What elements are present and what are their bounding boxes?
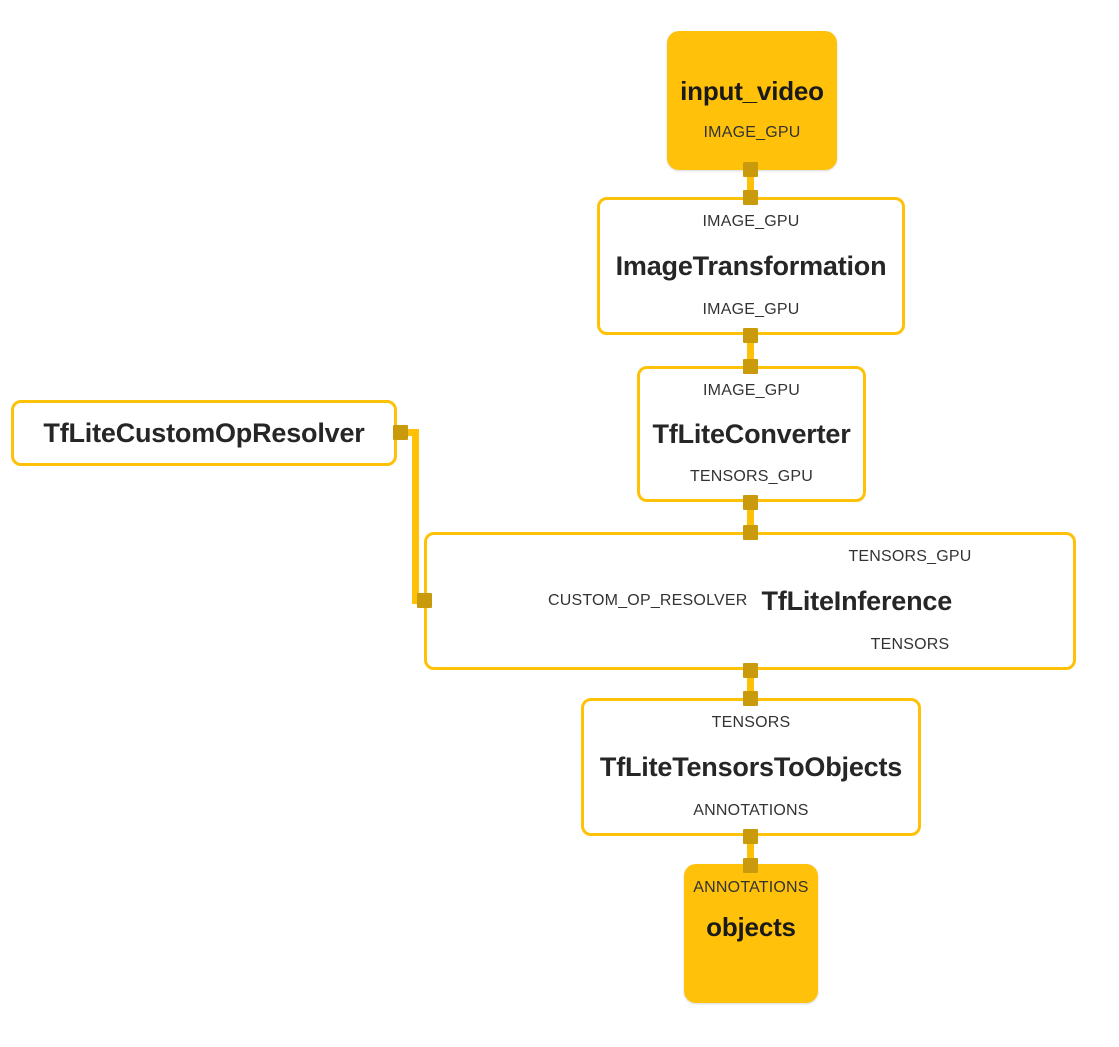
node-tflite-inference-input-slot: TENSORS_GPU: [427, 535, 1073, 579]
port-tflite-tensors-to-objects-in: [743, 691, 758, 706]
port-image-transformation-in: [743, 190, 758, 205]
node-tflite-tensors-to-objects-output-label: ANNOTATIONS: [693, 802, 809, 819]
node-tflite-converter-title-slot: TfLiteConverter: [640, 412, 863, 455]
port-tflite-converter-in: [743, 359, 758, 374]
node-tflite-tensors-to-objects-input-slot: TENSORS: [584, 701, 918, 745]
node-objects[interactable]: ANNOTATIONS objects: [684, 864, 818, 1003]
port-custom-op-resolver-out: [393, 425, 408, 440]
node-image-transformation-output-slot: IMAGE_GPU: [600, 288, 902, 332]
node-tflite-inference-input-label: TENSORS_GPU: [848, 548, 972, 565]
port-input-video-out: [743, 162, 758, 177]
node-tflite-tensors-to-objects-title-slot: TfLiteTensorsToObjects: [584, 745, 918, 789]
edge-custom-op-resolver-segment-vertical: [412, 429, 419, 604]
node-image-transformation-input-label: IMAGE_GPU: [702, 213, 800, 230]
node-tflite-inference-side-input-label: CUSTOM_OP_RESOLVER: [547, 592, 748, 609]
edge-input-video-to-image-transformation: [747, 162, 754, 204]
node-tflite-tensors-to-objects[interactable]: TENSORS TfLiteTensorsToObjects ANNOTATIO…: [581, 698, 921, 836]
node-tflite-tensors-to-objects-input-label: TENSORS: [711, 714, 791, 731]
edge-tensors-to-objects-to-objects: [747, 829, 754, 871]
node-image-transformation-output-label: IMAGE_GPU: [702, 301, 800, 318]
node-tflite-tensors-to-objects-output-slot: ANNOTATIONS: [584, 789, 918, 833]
node-input-video-title: input_video: [680, 75, 824, 106]
node-tflite-converter-output-label: TENSORS_GPU: [689, 468, 814, 486]
node-tflite-inference-output-label: TENSORS: [870, 636, 950, 653]
node-tflite-converter-title: TfLiteConverter: [652, 418, 851, 449]
node-tflite-converter-input-slot: IMAGE_GPU: [640, 369, 863, 412]
port-tflite-inference-in: [743, 525, 758, 540]
node-tflite-inference-title-slot: CUSTOM_OP_RESOLVER TfLiteInference: [427, 579, 1073, 623]
port-objects-in: [743, 858, 758, 873]
port-image-transformation-out: [743, 328, 758, 343]
node-objects-input-label: ANNOTATIONS: [693, 879, 809, 896]
node-input-video-output-label: IMAGE_GPU: [703, 124, 801, 142]
edge-tflite-inference-to-tensors-to-objects: [747, 663, 754, 705]
node-tflite-tensors-to-objects-title: TfLiteTensorsToObjects: [599, 751, 903, 782]
port-tflite-tensors-to-objects-out: [743, 829, 758, 844]
port-tflite-inference-side-in: [417, 593, 432, 608]
edge-tflite-converter-to-tflite-inference: [747, 495, 754, 539]
node-tflite-converter-output-slot: TENSORS_GPU: [640, 456, 863, 499]
node-tflite-inference-output-slot: TENSORS: [427, 623, 1073, 667]
node-image-transformation-title: ImageTransformation: [615, 250, 887, 281]
edge-image-transformation-to-tflite-converter: [747, 328, 754, 372]
edge-custom-op-resolver-segment-top: [397, 429, 419, 436]
node-objects-title: objects: [706, 912, 796, 942]
node-tflite-inference-title: TfLiteInference: [761, 585, 953, 616]
port-tflite-converter-out: [743, 495, 758, 510]
node-tflite-converter-input-label: IMAGE_GPU: [703, 381, 800, 399]
node-tflite-inference[interactable]: TENSORS_GPU CUSTOM_OP_RESOLVER TfLiteInf…: [424, 532, 1076, 670]
node-image-transformation[interactable]: IMAGE_GPU ImageTransformation IMAGE_GPU: [597, 197, 905, 335]
node-image-transformation-input-slot: IMAGE_GPU: [600, 200, 902, 244]
node-input-video[interactable]: input_video IMAGE_GPU: [667, 31, 837, 170]
port-tflite-inference-out: [743, 663, 758, 678]
node-tflite-converter[interactable]: IMAGE_GPU TfLiteConverter TENSORS_GPU: [637, 366, 866, 502]
node-tflite-custom-op-resolver[interactable]: TfLiteCustomOpResolver: [11, 400, 397, 466]
node-tflite-custom-op-resolver-title-slot: TfLiteCustomOpResolver: [14, 403, 394, 463]
node-image-transformation-title-slot: ImageTransformation: [600, 244, 902, 288]
node-tflite-custom-op-resolver-title: TfLiteCustomOpResolver: [43, 417, 365, 448]
